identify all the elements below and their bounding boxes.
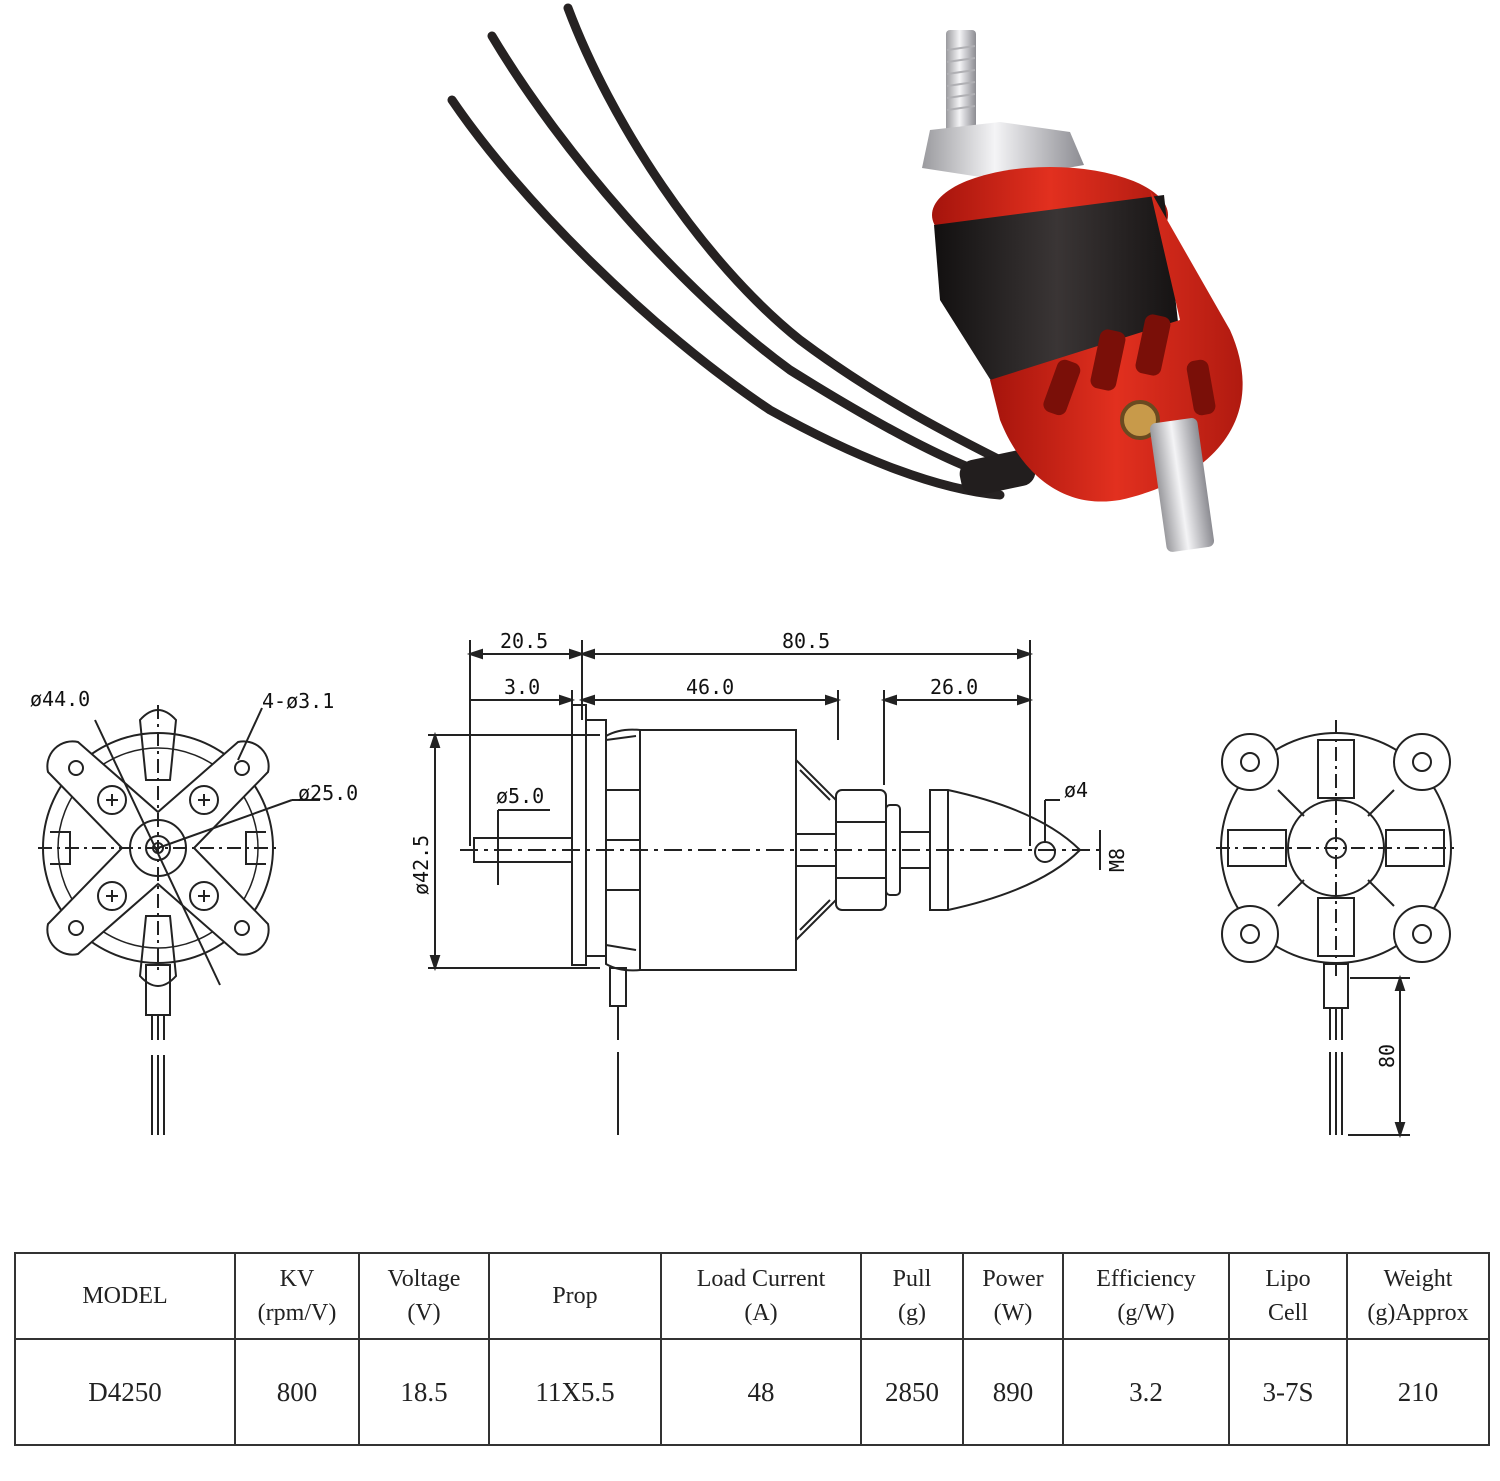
cell-prop: 11X5.5 <box>488 1338 662 1446</box>
dim-total-length: 80.5 <box>782 629 830 653</box>
mount-view-left <box>38 705 320 1135</box>
dim-mount-holes: 4-ø3.1 <box>262 689 334 713</box>
cell-efficiency: 3.2 <box>1062 1338 1230 1446</box>
cell-weight: 210 <box>1346 1338 1490 1446</box>
cell-pull: 2850 <box>860 1338 964 1446</box>
bearing <box>1120 400 1160 440</box>
cell-load-current: 48 <box>660 1338 862 1446</box>
prop-adapter <box>922 122 1084 180</box>
table-header-row: MODEL KV(rpm/V) Voltage(V) Prop Load Cur… <box>14 1252 1490 1340</box>
side-view <box>428 640 1101 1135</box>
spec-table: MODEL KV(rpm/V) Voltage(V) Prop Load Cur… <box>14 1252 1490 1446</box>
dim-rear-shaft-dia: ø5.0 <box>496 784 544 808</box>
header-cell-weight: Weight(g)Approx <box>1346 1252 1490 1340</box>
dim-thread: M8 <box>1105 848 1129 872</box>
header-cell-model: MODEL <box>14 1252 236 1340</box>
heatshrink-sleeve <box>959 450 1036 496</box>
header-cell-efficiency: Efficiency(g/W) <box>1062 1252 1230 1340</box>
header-cell-voltage: Voltage(V) <box>358 1252 490 1340</box>
dim-front-length: 26.0 <box>930 675 978 699</box>
lead-wires <box>447 3 1015 500</box>
dim-body-dia: ø42.5 <box>409 835 433 895</box>
dim-mount-outer-dia: ø44.0 <box>30 687 90 711</box>
dim-mount-thickness: 3.0 <box>504 675 540 699</box>
dim-rear-shaft-length: 20.5 <box>500 629 548 653</box>
cell-power: 890 <box>962 1338 1064 1446</box>
header-cell-pull: Pull(g) <box>860 1252 964 1340</box>
header-cell-power: Power(W) <box>962 1252 1064 1340</box>
dim-wire-length: 80 <box>1375 1044 1399 1068</box>
rear-shaft <box>1149 418 1215 552</box>
table-row: D4250 800 18.5 11X5.5 48 2850 890 3.2 3-… <box>14 1338 1490 1446</box>
dim-body-length: 46.0 <box>686 675 734 699</box>
rear-view-right <box>1216 720 1456 1139</box>
motor-photo <box>447 3 1243 552</box>
header-cell-load-current: Load Current(A) <box>660 1252 862 1340</box>
dimension-drawing: 20.5 80.5 3.0 46.0 26.0 ø5.0 ø4 ø42.5 M8… <box>30 629 1456 1139</box>
header-cell-prop: Prop <box>488 1252 662 1340</box>
cell-model: D4250 <box>14 1338 236 1446</box>
cell-lipo: 3-7S <box>1228 1338 1348 1446</box>
dim-mount-bolt-circle: ø25.0 <box>298 781 358 805</box>
dim-cross-hole-dia: ø4 <box>1064 778 1088 802</box>
header-cell-kv: KV(rpm/V) <box>234 1252 360 1340</box>
cell-kv: 800 <box>234 1338 360 1446</box>
cell-voltage: 18.5 <box>358 1338 490 1446</box>
